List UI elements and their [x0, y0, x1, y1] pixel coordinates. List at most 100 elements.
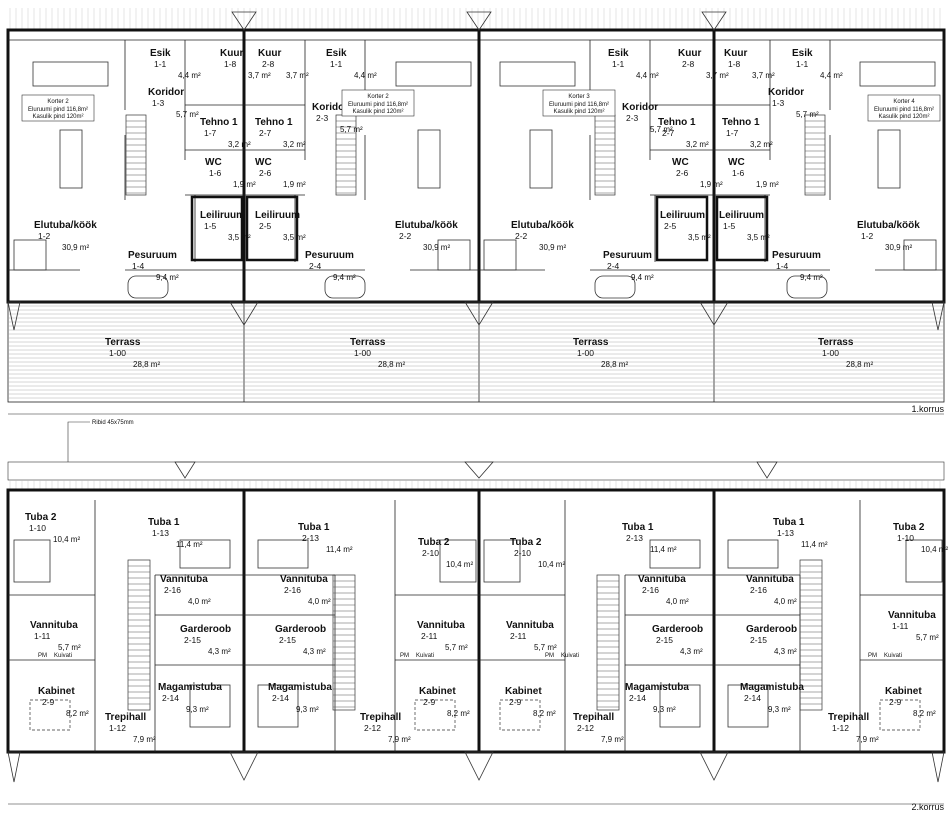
room-area: 1,9 m²: [700, 180, 723, 189]
room-name: Kabinet: [505, 686, 542, 697]
floor-1-plan: [6, 8, 946, 403]
room-code: 1-11: [34, 631, 51, 641]
room-name: Trepihall: [573, 712, 614, 723]
room-name: Vannituba: [160, 574, 208, 585]
room-name: Esik: [326, 48, 347, 59]
room-area: 5,7 m²: [650, 125, 673, 134]
room-area: 5,7 m²: [58, 643, 81, 652]
room-area: 1,9 m²: [756, 180, 779, 189]
room-code: 2-6: [259, 168, 272, 178]
rib-note: Ribid 45x75mm: [92, 420, 134, 426]
room-area: 9,4 m²: [631, 273, 654, 282]
room-name: Garderoob: [746, 624, 797, 635]
room-code: 1-00: [354, 348, 371, 358]
room-code: 1-11: [892, 621, 909, 631]
room-name: Trepihall: [360, 712, 401, 723]
floor-2-plan: [6, 461, 946, 783]
room-code: 1-3: [152, 98, 165, 108]
bath-fixtures: [127, 275, 828, 299]
room-code: 2-2: [399, 231, 412, 241]
room-code: 2-13: [302, 533, 319, 543]
rib-annotation: Ribid 45x75mm: [67, 420, 134, 462]
room-name: Vannituba: [746, 574, 794, 585]
apartment-info-box: [21, 94, 95, 122]
room-name: Leiliruum: [200, 210, 245, 221]
room-name: Kuur: [258, 48, 281, 59]
room-name: Magamistuba: [740, 682, 804, 693]
room-name: Tuba 1: [298, 522, 330, 533]
room-area: 3,2 m²: [228, 140, 251, 149]
room-name: Tehno 1: [200, 117, 238, 128]
room-area: 30,9 m²: [539, 243, 566, 252]
room-area: 5,7 m²: [176, 110, 199, 119]
room-name: Kuur: [220, 48, 243, 59]
room-code: 2-15: [656, 635, 673, 645]
room-area: 10,4 m²: [921, 545, 948, 554]
room-name: Terrass: [818, 337, 854, 348]
room-name: Leiliruum: [719, 210, 764, 221]
room-name: Tuba 2: [510, 537, 542, 548]
partitions-unit-2: [244, 40, 479, 271]
room-name: Pesuruum: [603, 250, 652, 261]
gutter-markers: [7, 11, 945, 331]
room-area: 3,2 m²: [686, 140, 709, 149]
room-area: 7,9 m²: [388, 735, 411, 744]
room-name: Tuba 2: [25, 512, 57, 523]
room-area: 4,3 m²: [774, 647, 797, 656]
room-area: 1,9 m²: [233, 180, 256, 189]
room-area: 4,3 m²: [208, 647, 231, 656]
room-name: Tuba 1: [148, 517, 180, 528]
room-code: 1-12: [109, 723, 126, 733]
room-area: 7,9 m²: [133, 735, 156, 744]
room-area: 5,7 m²: [445, 643, 468, 652]
room-code: 2-5: [259, 221, 272, 231]
room-code: 1-12: [832, 723, 849, 733]
dryer-label: Kuivati: [561, 653, 579, 659]
room-code: 1-8: [224, 59, 237, 69]
room-area: 3,5 m²: [747, 233, 770, 242]
apartment-name: Korter 2: [367, 94, 389, 100]
room-area: 3,7 m²: [286, 71, 309, 80]
room-name: Kuur: [724, 48, 747, 59]
room-code: 1-6: [209, 168, 222, 178]
partitions-floor-2: [8, 500, 944, 752]
room-code: 2-16: [642, 585, 659, 595]
room-name: WC: [205, 157, 222, 168]
room-area: 28,8 m²: [601, 360, 628, 369]
room-code: 1-1: [330, 59, 343, 69]
room-code: 2-15: [279, 635, 296, 645]
room-area: 10,4 m²: [446, 560, 473, 569]
room-name: Koridor: [312, 102, 348, 113]
room-code: 2-7: [662, 128, 675, 138]
room-name: WC: [728, 157, 745, 168]
room-code: 2-9: [42, 697, 55, 707]
room-area: 4,4 m²: [178, 71, 201, 80]
room-code: 1-1: [154, 59, 167, 69]
room-area: 8,2 m²: [533, 709, 556, 718]
room-code: 2-9: [889, 697, 902, 707]
room-code: 1-2: [861, 231, 874, 241]
room-name: Esik: [792, 48, 813, 59]
room-code: 2-11: [421, 631, 438, 641]
room-code: 1-00: [109, 348, 126, 358]
room-area: 3,5 m²: [228, 233, 251, 242]
apartment-usable-area: Kasulik pind 120m²: [878, 114, 929, 120]
apartment-info-box: [542, 89, 616, 117]
pm-label: PM: [545, 653, 554, 659]
room-area: 9,3 m²: [296, 705, 319, 714]
room-code: 2-14: [272, 693, 289, 703]
room-name: Pesuruum: [128, 250, 177, 261]
room-name: Garderoob: [180, 624, 231, 635]
room-code: 1-10: [897, 533, 914, 543]
room-name: Tehno 1: [658, 117, 696, 128]
room-code: 2-7: [259, 128, 272, 138]
apartment-info-box: [867, 94, 941, 122]
room-code: 1-7: [204, 128, 217, 138]
dryer-label: Kuivati: [884, 653, 902, 659]
room-code: 1-1: [612, 59, 625, 69]
room-code: 2-10: [422, 548, 439, 558]
apartment-name: Korter 3: [568, 94, 590, 100]
room-code: 2-8: [262, 59, 275, 69]
